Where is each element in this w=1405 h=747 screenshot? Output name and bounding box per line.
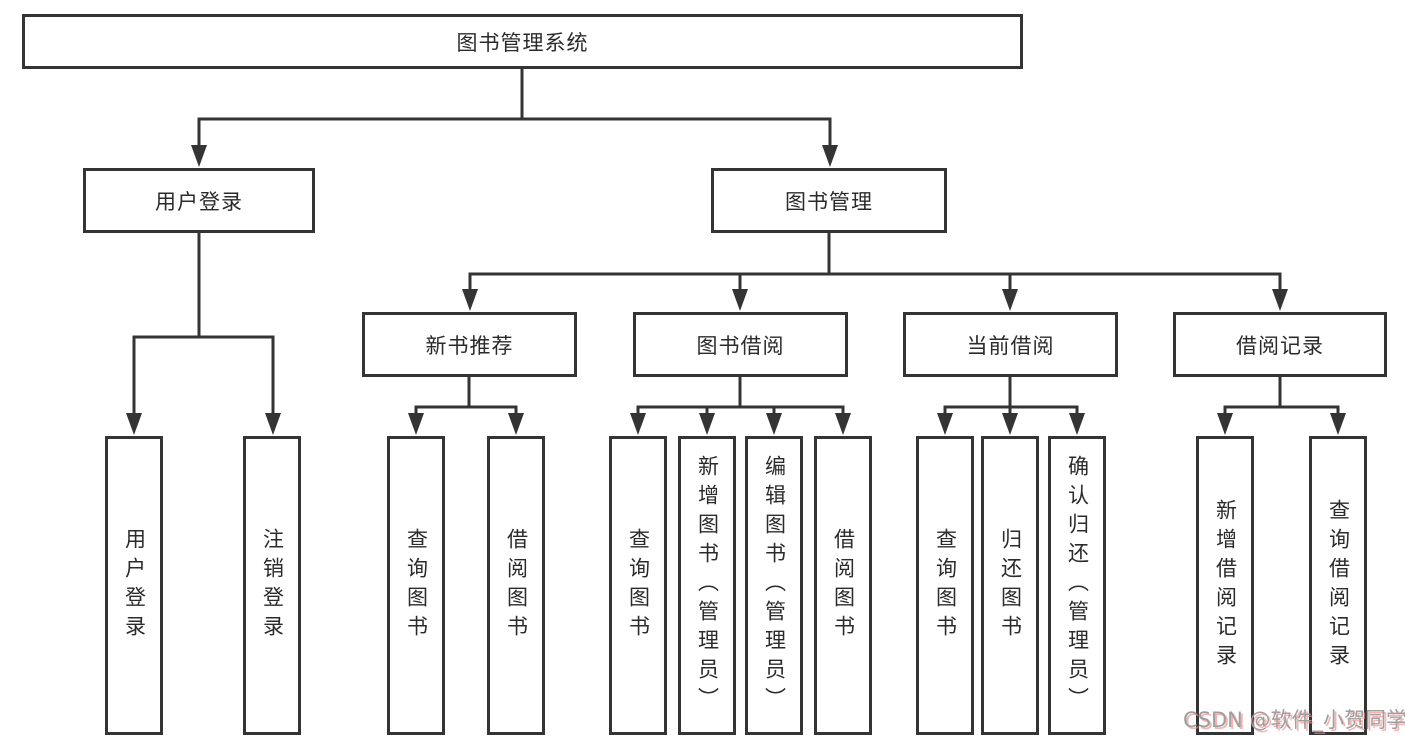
node-label: 图书管理 [785, 189, 873, 214]
leaf-label: 新增图书（管理员） [695, 455, 720, 716]
leaf-query-books-current: 查询图书 [916, 436, 974, 735]
csdn-watermark: CSDN @软件_小贺同学 [1183, 708, 1405, 732]
node-user-login: 用户登录 [83, 168, 315, 233]
leaf-label: 新增借阅记录 [1213, 498, 1238, 673]
node-book-management: 图书管理 [711, 168, 947, 233]
leaf-label: 借阅图书 [831, 527, 856, 644]
arrowheads [126, 145, 1346, 435]
leaf-label: 编辑图书（管理员） [762, 455, 787, 716]
node-label: 用户登录 [155, 189, 243, 214]
connector-lines [132, 69, 1340, 414]
node-label: 借阅记录 [1236, 333, 1324, 358]
leaf-add-books-admin: 新增图书（管理员） [678, 436, 736, 735]
leaf-borrow-books-recommend: 借阅图书 [487, 436, 545, 735]
leaf-return-books: 归还图书 [981, 436, 1039, 735]
leaf-add-borrow-record: 新增借阅记录 [1196, 436, 1254, 735]
leaf-label: 借阅图书 [504, 527, 529, 644]
node-label: 新书推荐 [425, 333, 514, 358]
leaf-query-borrow-record: 查询借阅记录 [1309, 436, 1367, 735]
leaf-label: 确认归还（管理员） [1065, 455, 1090, 716]
leaf-label: 归还图书 [998, 527, 1023, 644]
leaf-label: 查询图书 [626, 527, 651, 644]
leaf-label: 查询图书 [404, 527, 429, 644]
leaf-confirm-return-admin: 确认归还（管理员） [1048, 436, 1106, 735]
leaf-label: 查询借阅记录 [1326, 498, 1351, 673]
leaf-edit-books-admin: 编辑图书（管理员） [745, 436, 803, 735]
leaf-label: 注销登录 [260, 527, 285, 644]
node-label: 当前借阅 [966, 333, 1055, 358]
leaf-query-books-borrowing: 查询图书 [609, 436, 667, 735]
leaf-logout: 注销登录 [243, 436, 301, 735]
leaf-user-login: 用户登录 [105, 436, 163, 735]
leaf-query-books-recommend: 查询图书 [387, 436, 445, 735]
node-borrowing-records: 借阅记录 [1173, 312, 1387, 377]
leaf-borrow-books: 借阅图书 [814, 436, 872, 735]
node-label: 图书管理系统 [456, 30, 589, 55]
node-book-borrowing: 图书借阅 [633, 312, 848, 377]
node-label: 图书借阅 [696, 333, 785, 358]
node-library-management-system: 图书管理系统 [22, 14, 1023, 69]
node-new-book-recommend: 新书推荐 [362, 312, 577, 377]
leaf-label: 查询图书 [933, 527, 958, 644]
node-current-borrowing: 当前借阅 [903, 312, 1118, 377]
leaf-label: 用户登录 [122, 527, 147, 644]
